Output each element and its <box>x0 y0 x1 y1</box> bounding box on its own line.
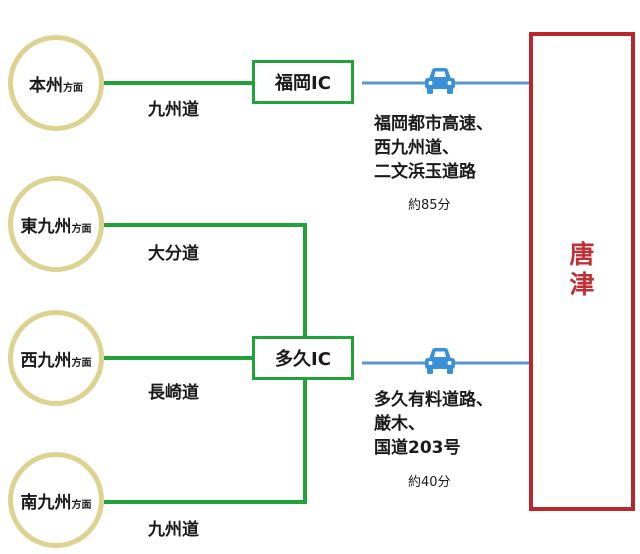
route-line: 二文浜玉道路 <box>374 162 476 182</box>
interchange-taku: 多久IC <box>252 336 354 380</box>
destination-label: 唐 津 <box>533 240 631 300</box>
route-line: 西九州道、 <box>374 138 459 158</box>
route-line: 国道203号 <box>374 438 461 458</box>
origin-suffix: 方面 <box>63 82 83 94</box>
origin-label: 本州 <box>29 75 63 96</box>
road-label-kyushu-south: 九州道 <box>148 520 199 540</box>
route-text-taku: 多久有料道路、 厳木、 国道203号 <box>374 388 493 460</box>
road-label-kyushu-top: 九州道 <box>148 100 199 120</box>
route-line: 厳木、 <box>374 414 425 434</box>
travel-time-taku: 約40分 <box>408 475 451 490</box>
line-east-taku <box>104 223 307 336</box>
line-south-taku <box>104 380 307 504</box>
origin-suffix: 方面 <box>71 223 92 235</box>
destination-char: 唐 <box>569 240 595 269</box>
destination-karatsu: 唐 津 <box>529 32 635 511</box>
origin-label: 東九州 <box>20 216 72 237</box>
origin-suffix: 方面 <box>71 499 92 511</box>
origin-label: 南九州 <box>20 492 72 513</box>
route-line: 多久有料道路、 <box>374 390 493 410</box>
road-label-nagasaki: 長崎道 <box>148 383 199 403</box>
interchange-fukuoka: 福岡IC <box>252 60 354 104</box>
origin-south-kyushu: 南九州方面 <box>8 452 104 548</box>
route-line: 福岡都市高速、 <box>374 114 493 134</box>
origin-suffix: 方面 <box>71 357 92 369</box>
travel-time-fukuoka: 約85分 <box>408 198 451 213</box>
car-icon <box>425 348 455 374</box>
road-label-oita: 大分道 <box>148 244 199 264</box>
origin-label: 西九州 <box>20 350 72 371</box>
origin-west-kyushu: 西九州方面 <box>8 310 104 406</box>
route-text-fukuoka: 福岡都市高速、 西九州道、 二文浜玉道路 <box>374 112 493 184</box>
origin-east-kyushu: 東九州方面 <box>8 176 104 272</box>
car-icon <box>425 68 455 94</box>
origin-honshu: 本州方面 <box>8 35 104 131</box>
destination-char: 津 <box>569 270 595 299</box>
